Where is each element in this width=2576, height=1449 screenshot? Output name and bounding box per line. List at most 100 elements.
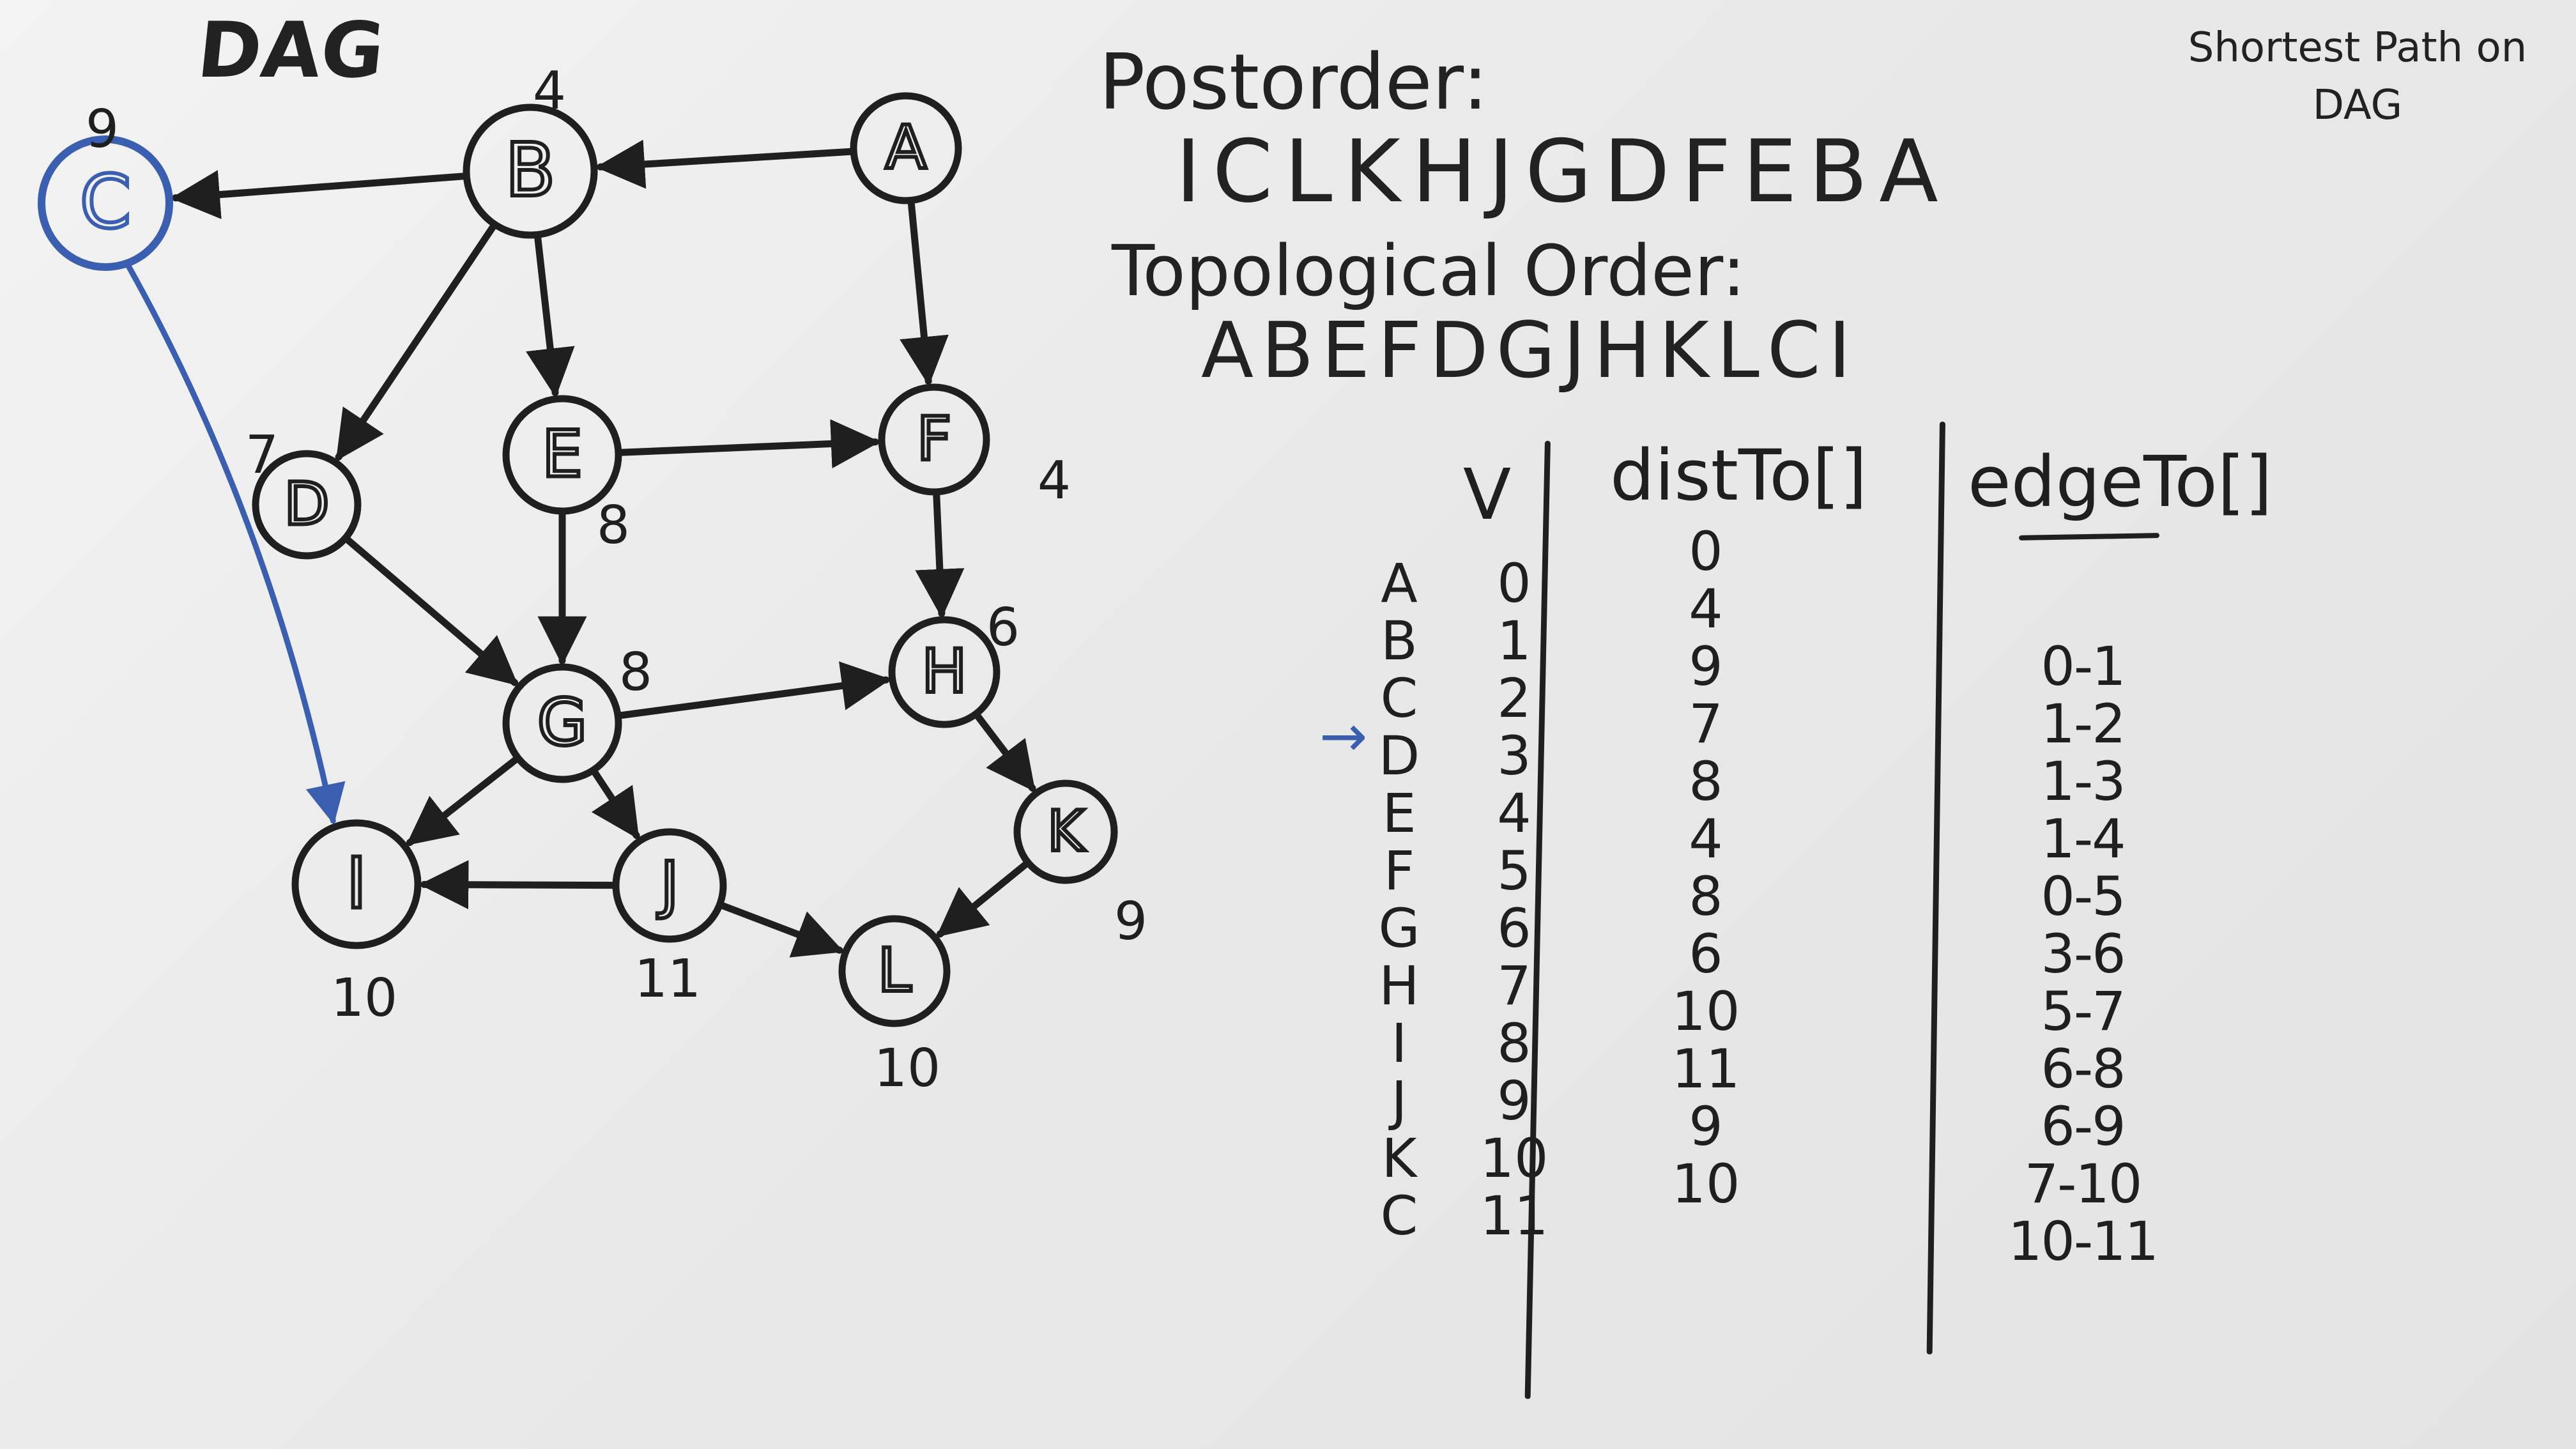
row-edgeto-value: 10-11 xyxy=(2007,1210,2159,1273)
node-a: A xyxy=(850,92,962,204)
row-vertex-index: 0 xyxy=(1497,552,1531,615)
node-label-i: I xyxy=(346,842,367,924)
row-vertex-index: 11 xyxy=(1480,1184,1549,1247)
edge-b-c xyxy=(171,170,466,219)
row-vertex-name: K xyxy=(1381,1127,1417,1190)
edge-a-f xyxy=(900,201,949,387)
row-distto-value: 6 xyxy=(1689,923,1723,985)
node-i: I xyxy=(291,819,422,949)
edge-g-h xyxy=(618,661,891,719)
node-label-l: L xyxy=(878,936,911,1006)
edge-g-j xyxy=(591,769,640,840)
topological-label: Topological Order: xyxy=(1112,230,1746,312)
row-vertex-name: C xyxy=(1380,667,1418,730)
row-vertex-name: A xyxy=(1381,552,1418,615)
row-vertex-index: 9 xyxy=(1497,1070,1531,1132)
node-distance-g: 8 xyxy=(619,642,652,703)
node-distance-e: 8 xyxy=(597,495,630,556)
row-vertex-name: E xyxy=(1382,782,1416,845)
node-label-b: B xyxy=(505,128,556,213)
node-distance-b: 4 xyxy=(533,61,566,121)
row-vertex-index: 4 xyxy=(1497,782,1531,845)
row-vertex-name: C xyxy=(1380,1184,1418,1247)
row-distto-value: 4 xyxy=(1689,578,1723,640)
edge-k-l xyxy=(936,861,1029,938)
row-edgeto-value: 1-3 xyxy=(2041,750,2126,813)
node-label-a: A xyxy=(885,113,926,183)
row-edgeto-value: 6-8 xyxy=(2041,1038,2126,1100)
topological-value: ABEFDGJHKLCI xyxy=(1201,307,1859,395)
edge-j-l xyxy=(719,902,845,958)
row-vertex-name: D xyxy=(1378,724,1420,787)
postorder-value: ICLKHJGDFEBA xyxy=(1176,121,1950,222)
row-vertex-name: F xyxy=(1383,839,1415,902)
edge-a-b xyxy=(595,139,854,189)
node-l: L xyxy=(838,915,951,1027)
node-label-e: E xyxy=(542,416,583,491)
row-vertex-name: H xyxy=(1379,954,1420,1017)
node-c: C xyxy=(38,135,173,271)
row-distto-value: 4 xyxy=(1689,808,1723,870)
row-distto-value: 8 xyxy=(1689,750,1723,813)
row-vertex-index: 7 xyxy=(1497,954,1531,1017)
node-h: H xyxy=(888,616,1000,728)
node-label-f: F xyxy=(917,404,951,474)
row-distto-value: 9 xyxy=(1689,1095,1723,1158)
edge-g-i xyxy=(406,756,519,847)
node-distance-i: 10 xyxy=(331,968,397,1029)
row-edgeto-value: 1-2 xyxy=(2041,693,2126,755)
node-g: G xyxy=(502,663,622,783)
row-vertex-index: 3 xyxy=(1497,724,1531,787)
row-vertex-index: 2 xyxy=(1497,667,1531,730)
row-distto-value: 8 xyxy=(1689,865,1723,928)
node-j: J xyxy=(612,828,727,943)
edge-j-i xyxy=(419,860,616,910)
dag-label: DAG xyxy=(193,6,389,95)
row-edgeto-value: 5-7 xyxy=(2041,980,2126,1043)
row-distto-value: 11 xyxy=(1671,1038,1740,1100)
node-distance-d: 7 xyxy=(245,425,279,486)
row-edgeto-value: 0-1 xyxy=(2041,635,2126,698)
edge-c-i xyxy=(126,263,346,825)
node-k: K xyxy=(1013,779,1118,884)
node-d: D xyxy=(252,450,362,560)
edge-e-f xyxy=(618,419,880,469)
edge-b-e xyxy=(526,234,575,398)
row-distto-value: 10 xyxy=(1671,980,1740,1043)
node-distance-h: 6 xyxy=(986,597,1020,658)
row-vertex-index: 8 xyxy=(1497,1012,1531,1075)
row-distto-value: 10 xyxy=(1671,1153,1740,1215)
node-f: F xyxy=(878,383,990,496)
row-vertex-name: J xyxy=(1391,1070,1407,1132)
node-label-d: D xyxy=(284,470,330,538)
edge-d-g xyxy=(344,537,519,686)
row-distto-value: 0 xyxy=(1689,520,1723,583)
edges-layer xyxy=(126,139,1036,958)
row-edgeto-value: 0-5 xyxy=(2041,865,2126,928)
distto-column-header: distTo[] xyxy=(1610,434,1867,516)
row-vertex-index: 6 xyxy=(1497,897,1531,960)
row-vertex-name: B xyxy=(1381,610,1418,672)
node-distance-f: 4 xyxy=(1038,450,1071,511)
node-label-h: H xyxy=(922,637,967,707)
top-right-title: Shortest Path on DAG xyxy=(2188,24,2527,129)
node-label-c: C xyxy=(80,160,131,245)
node-label-g: G xyxy=(537,684,587,760)
node-distance-j: 11 xyxy=(634,949,701,1009)
node-label-j: J xyxy=(657,848,679,921)
row-vertex-index: 10 xyxy=(1480,1127,1549,1190)
node-distance-k: 9 xyxy=(1114,891,1147,952)
row-edgeto-value: 7-10 xyxy=(2024,1153,2143,1215)
postorder-label: Postorder: xyxy=(1099,38,1489,127)
row-edgeto-value: 6-9 xyxy=(2041,1095,2126,1158)
node-b: B xyxy=(463,103,598,239)
edge-f-h xyxy=(915,492,965,618)
row-edgeto-value: 1-4 xyxy=(2041,808,2126,870)
edgeto-column-header: edgeTo[] xyxy=(1968,441,2273,523)
row-vertex-index: 5 xyxy=(1497,839,1531,902)
current-row-arrow-icon: → xyxy=(1319,703,1368,770)
